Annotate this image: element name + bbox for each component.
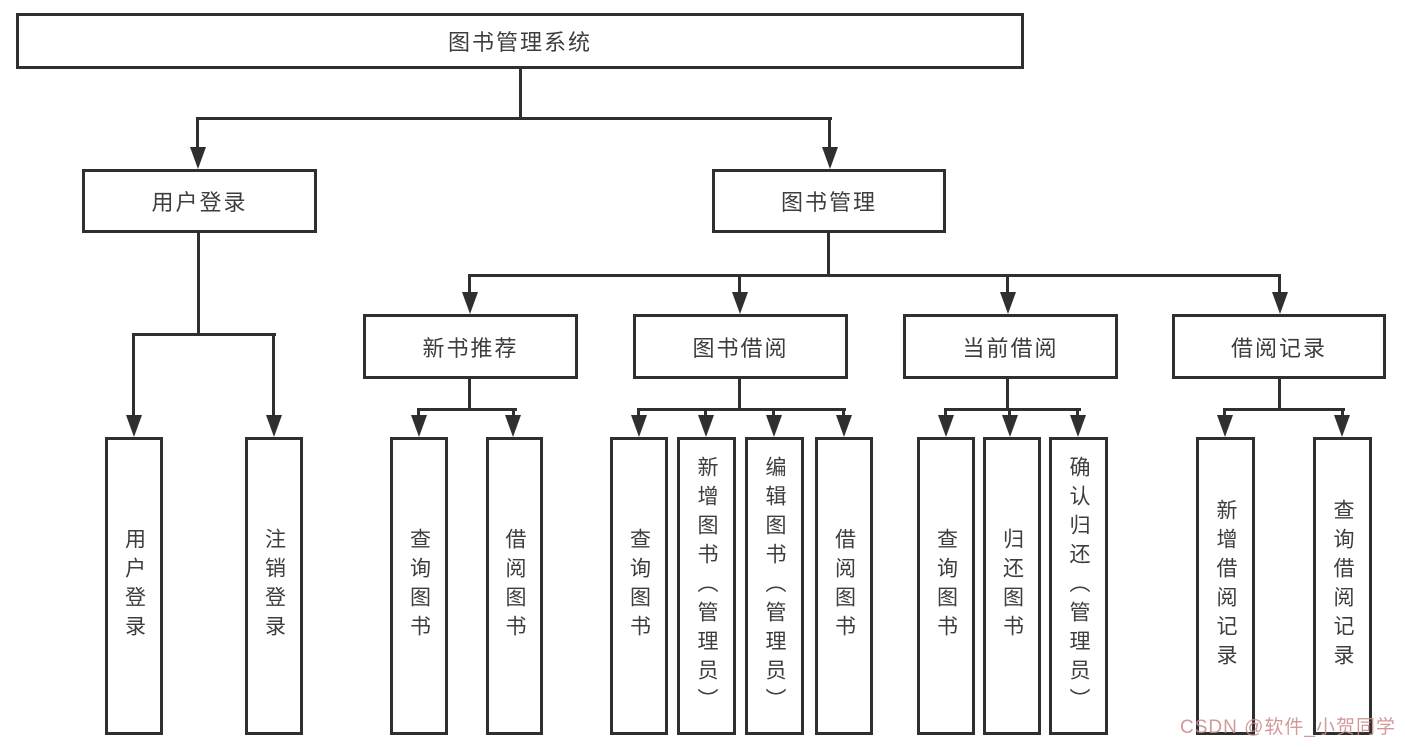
connector-line [772, 408, 775, 418]
arrow-down-icon [462, 292, 478, 314]
node-root: 图书管理系统 [16, 13, 1024, 69]
connector-line [1008, 408, 1011, 418]
leaf-confirm-return-admin: 确认归还（管理员） [1049, 437, 1108, 735]
leaf-label: 注销登录 [262, 528, 286, 644]
node-current-borrow: 当前借阅 [903, 314, 1118, 379]
connector-line [828, 117, 831, 151]
connector-line [132, 333, 135, 417]
leaf-borrow-books: 借阅图书 [815, 437, 873, 735]
arrow-down-icon [1002, 415, 1018, 437]
connector-line [417, 408, 517, 411]
arrow-down-icon [411, 415, 427, 437]
connector-line [704, 408, 707, 418]
connector-line [1223, 408, 1226, 418]
connector-line [827, 232, 830, 276]
leaf-add-borrow-record: 新增借阅记录 [1196, 437, 1255, 735]
connector-line [197, 232, 200, 335]
connector-line [944, 408, 1081, 411]
leaf-edit-books-admin: 编辑图书（管理员） [745, 437, 804, 735]
leaf-label: 查询借阅记录 [1331, 499, 1354, 673]
leaf-label: 用户登录 [122, 528, 146, 644]
node-current-borrow-label: 当前借阅 [962, 335, 1059, 361]
arrow-down-icon [1272, 292, 1288, 314]
connector-line [468, 274, 1281, 277]
arrow-down-icon [822, 147, 838, 169]
connector-line [1223, 408, 1345, 411]
connector-line [196, 117, 199, 151]
connector-line [1006, 274, 1009, 294]
leaf-label: 编辑图书（管理员） [763, 455, 786, 717]
csdn-watermark: CSDN @软件_小贺同学 [1180, 717, 1396, 738]
node-borrow-record: 借阅记录 [1172, 314, 1386, 379]
leaf-query-books-current: 查询图书 [917, 437, 975, 735]
leaf-return-books: 归还图书 [983, 437, 1041, 735]
leaf-label: 查询图书 [934, 528, 958, 644]
connector-line [417, 408, 420, 418]
connector-line [944, 408, 947, 418]
leaf-label: 查询图书 [407, 528, 431, 644]
node-user-login-label: 用户登录 [151, 190, 248, 215]
connector-line [738, 274, 741, 294]
arrow-down-icon [1000, 292, 1016, 314]
leaf-label: 借阅图书 [832, 528, 856, 644]
connector-line [637, 408, 640, 418]
leaf-query-borrow-record: 查询借阅记录 [1313, 437, 1372, 735]
connector-line [512, 408, 515, 418]
leaf-logout: 注销登录 [245, 437, 303, 735]
connector-line [842, 408, 845, 418]
connector-line [1006, 377, 1009, 410]
arrow-down-icon [938, 415, 954, 437]
connector-line [468, 274, 471, 294]
arrow-down-icon [836, 415, 852, 437]
node-book-management-label: 图书管理 [780, 190, 877, 215]
node-book-management: 图书管理 [712, 169, 946, 233]
node-book-borrow-label: 图书借阅 [692, 335, 789, 361]
leaf-label: 归还图书 [1000, 528, 1024, 644]
leaf-user-login: 用户登录 [105, 437, 163, 735]
arrow-down-icon [698, 415, 714, 437]
node-user-login: 用户登录 [82, 169, 317, 233]
connector-line [1278, 274, 1281, 294]
arrow-down-icon [190, 147, 206, 169]
connector-line [196, 117, 832, 120]
leaf-label: 新增图书（管理员） [695, 455, 718, 717]
leaf-query-books-borrow: 查询图书 [610, 437, 668, 735]
node-new-book-recommend-label: 新书推荐 [422, 335, 519, 361]
arrow-down-icon [126, 415, 142, 437]
connector-line [637, 408, 846, 411]
arrow-down-icon [631, 415, 647, 437]
leaf-label: 确认归还（管理员） [1067, 455, 1090, 717]
arrow-down-icon [766, 415, 782, 437]
arrow-down-icon [266, 415, 282, 437]
connector-line [738, 377, 741, 410]
leaf-add-books-admin: 新增图书（管理员） [677, 437, 736, 735]
connector-line [272, 333, 275, 417]
arrow-down-icon [505, 415, 521, 437]
connector-line [1076, 408, 1079, 418]
leaf-label: 查询图书 [627, 528, 651, 644]
leaf-query-books-recommend: 查询图书 [390, 437, 448, 735]
connector-line [519, 69, 522, 119]
leaf-borrow-books-recommend: 借阅图书 [486, 437, 543, 735]
connector-line [1278, 377, 1281, 410]
arrow-down-icon [1070, 415, 1086, 437]
node-new-book-recommend: 新书推荐 [363, 314, 578, 379]
arrow-down-icon [732, 292, 748, 314]
arrow-down-icon [1217, 415, 1233, 437]
node-book-borrow: 图书借阅 [633, 314, 848, 379]
connector-line [1341, 408, 1344, 418]
node-root-label: 图书管理系统 [447, 30, 592, 55]
connector-line [132, 333, 276, 336]
leaf-label: 新增借阅记录 [1214, 499, 1237, 673]
arrow-down-icon [1334, 415, 1350, 437]
leaf-label: 借阅图书 [503, 528, 526, 644]
connector-line [468, 377, 471, 410]
node-borrow-record-label: 借阅记录 [1230, 335, 1327, 361]
